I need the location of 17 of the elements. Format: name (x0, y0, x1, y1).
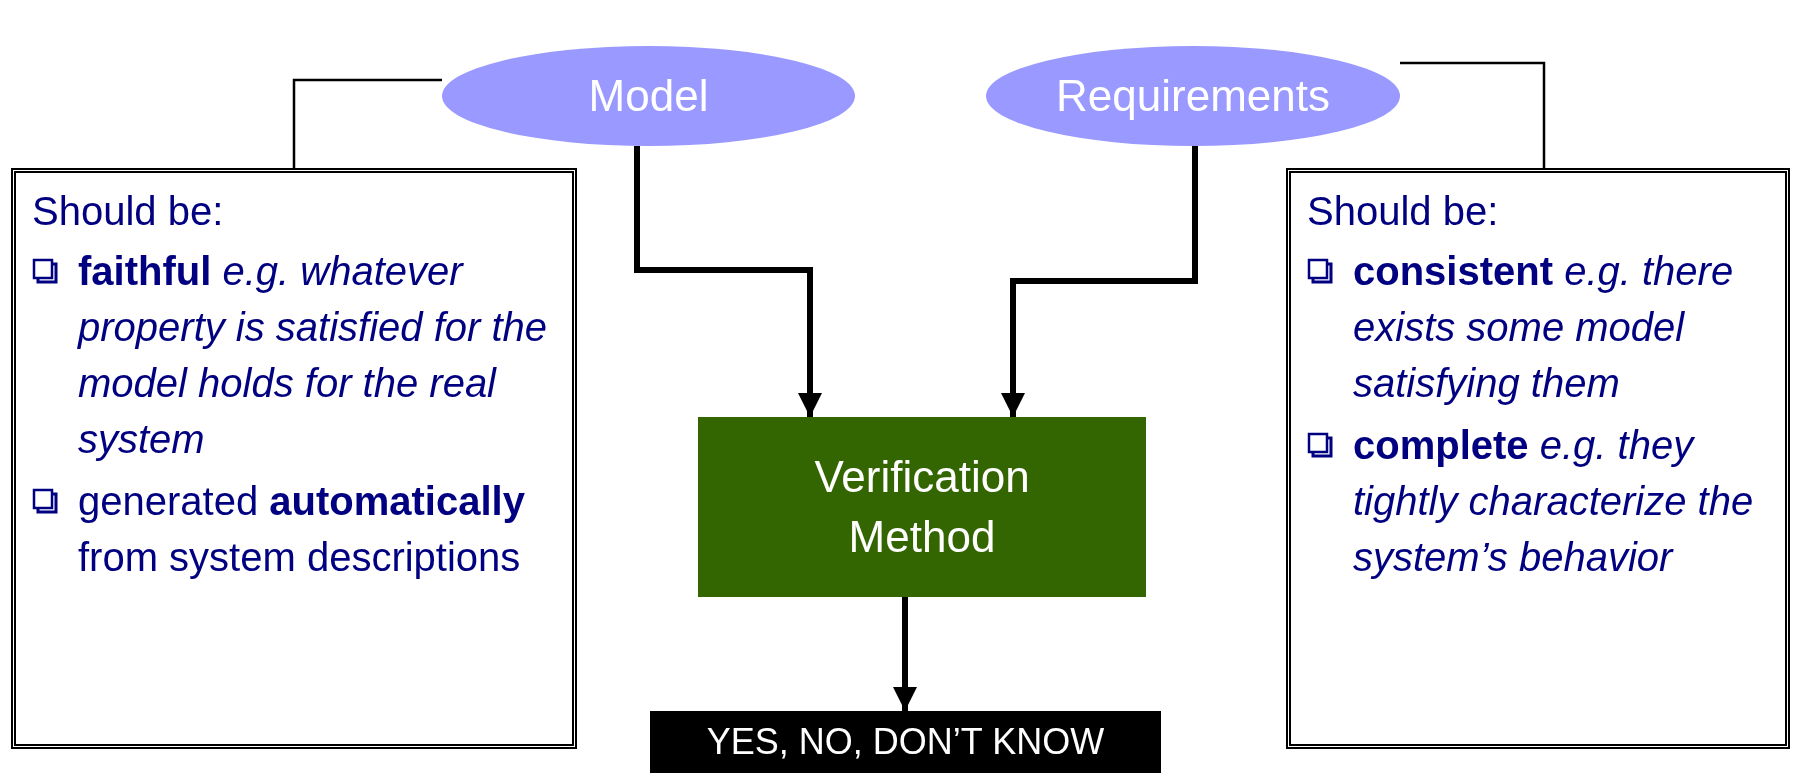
arrow (634, 146, 822, 417)
node-label: Model (588, 70, 709, 122)
node-label: YES, NO, DON’T KNOW (706, 720, 1105, 764)
bullet-text: generated automatically from system descriptions (78, 478, 526, 581)
box-heading: Should be: (32, 188, 225, 235)
bullet-text: complete e.g. they tightly characterize the system’s behavior (1353, 422, 1755, 581)
box-heading: Should be: (1307, 188, 1500, 235)
text-box (1286, 168, 1790, 749)
arrow (1001, 146, 1198, 417)
node-label: Requirements (1056, 70, 1330, 122)
result-box (650, 711, 1161, 773)
arrow (893, 597, 917, 711)
node-label: Verification Method (813, 451, 1031, 563)
text-box (11, 168, 577, 749)
process-box (698, 417, 1146, 597)
connector-line (1400, 61, 1546, 168)
connector-line (292, 78, 442, 168)
